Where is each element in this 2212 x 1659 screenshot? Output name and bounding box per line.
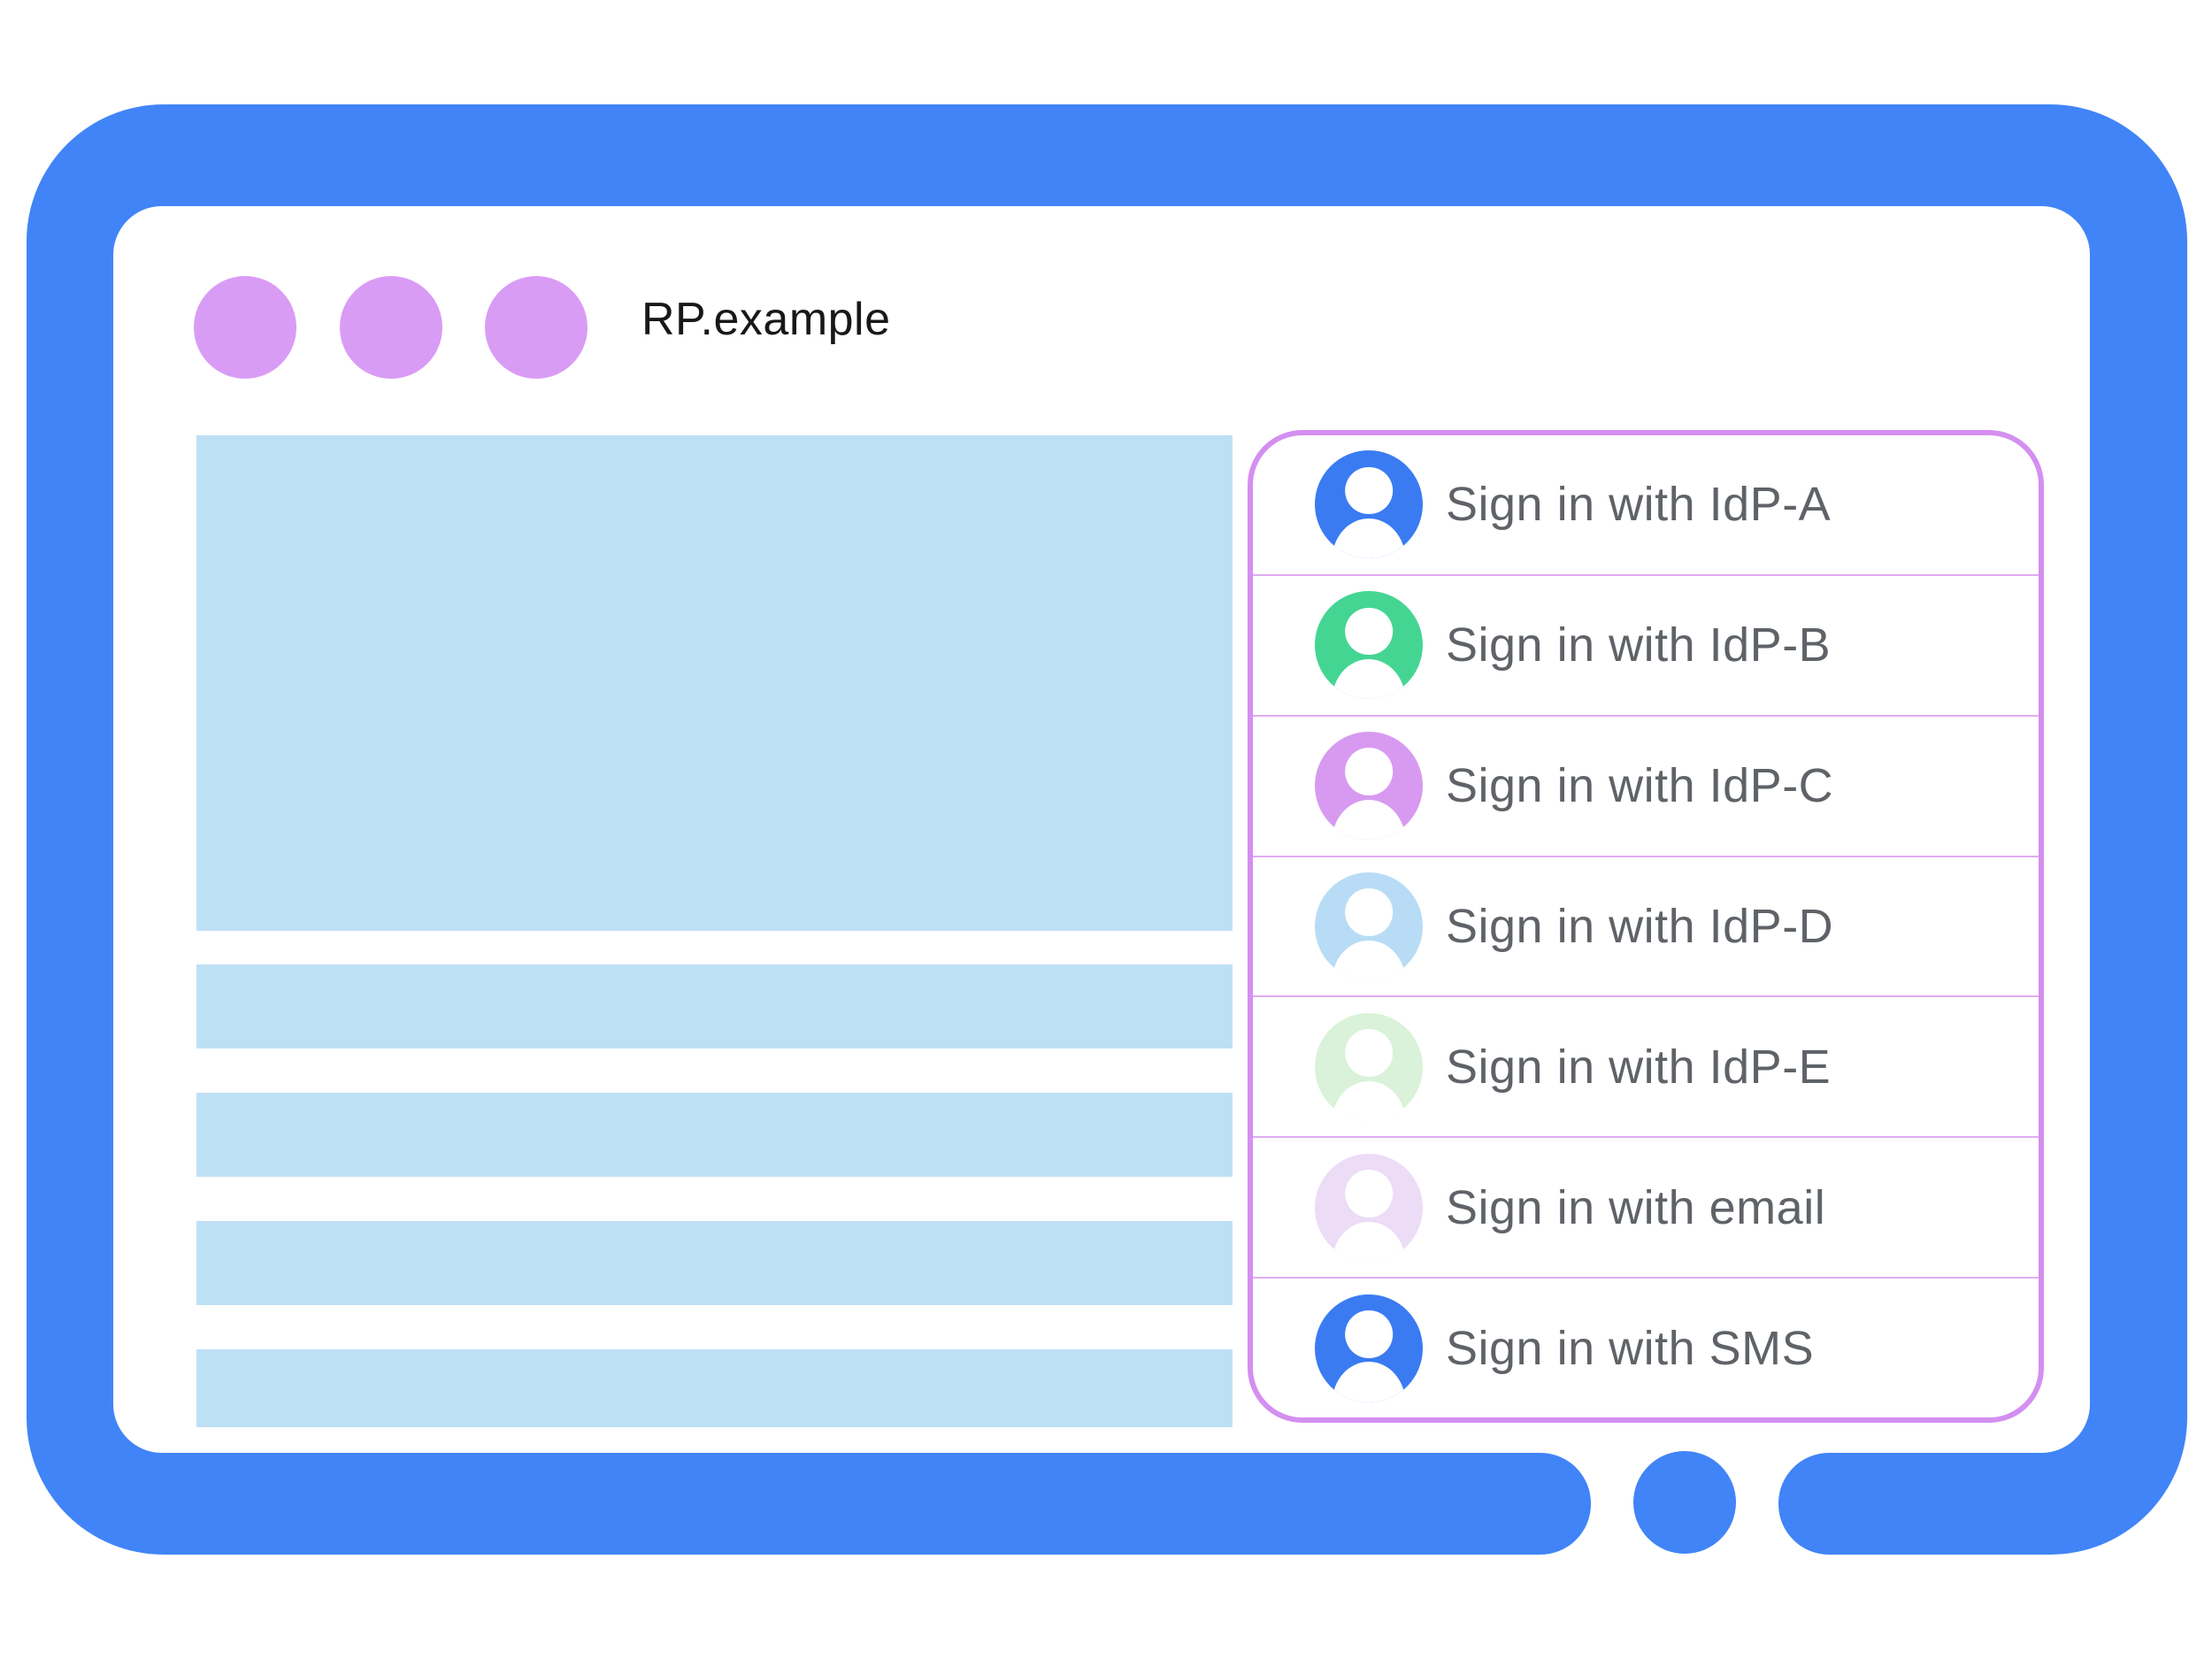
home-button-circle-icon (1633, 1451, 1736, 1554)
window-dot-icon (194, 276, 296, 379)
signin-option[interactable]: Sign in with SMS (1253, 1277, 2039, 1417)
signin-option[interactable]: Sign in with IdP-C (1253, 714, 2039, 856)
signin-option-label: Sign in with email (1446, 1180, 1826, 1234)
person-icon (1315, 872, 1423, 980)
text-line-placeholder (196, 1093, 1233, 1177)
person-icon (1315, 591, 1423, 700)
signin-option-label: Sign in with IdP-E (1446, 1040, 1832, 1094)
signin-option-label: Sign in with IdP-D (1446, 900, 1834, 953)
signin-option[interactable]: Sign in with IdP-D (1253, 855, 2039, 996)
signin-dialog: Sign in with IdP-A Sign in with IdP-B Si… (1248, 430, 2044, 1423)
signin-option-label: Sign in with SMS (1446, 1321, 1815, 1375)
text-line-placeholder (196, 964, 1233, 1048)
person-icon (1315, 450, 1423, 559)
signin-option-label: Sign in with IdP-B (1446, 618, 1832, 672)
chin-cap-right (1778, 1453, 1874, 1555)
signin-option-label: Sign in with IdP-A (1446, 478, 1832, 532)
person-icon (1315, 1294, 1423, 1402)
signin-option[interactable]: Sign in with email (1253, 1136, 2039, 1277)
person-icon (1315, 732, 1423, 841)
text-line-placeholder (196, 1221, 1233, 1305)
page-title: RP.example (641, 294, 891, 345)
hero-image-placeholder (196, 435, 1233, 931)
signin-option-label: Sign in with IdP-C (1446, 759, 1834, 813)
person-icon (1315, 1153, 1423, 1262)
signin-option[interactable]: Sign in with IdP-B (1253, 573, 2039, 715)
signin-option[interactable]: Sign in with IdP-E (1253, 995, 2039, 1136)
signin-option[interactable]: Sign in with IdP-A (1253, 435, 2039, 574)
text-line-placeholder (196, 1349, 1233, 1427)
chin-cap-left (1495, 1453, 1591, 1555)
window-dot-icon (340, 276, 442, 379)
window-dot-icon (485, 276, 588, 379)
person-icon (1315, 1012, 1423, 1121)
